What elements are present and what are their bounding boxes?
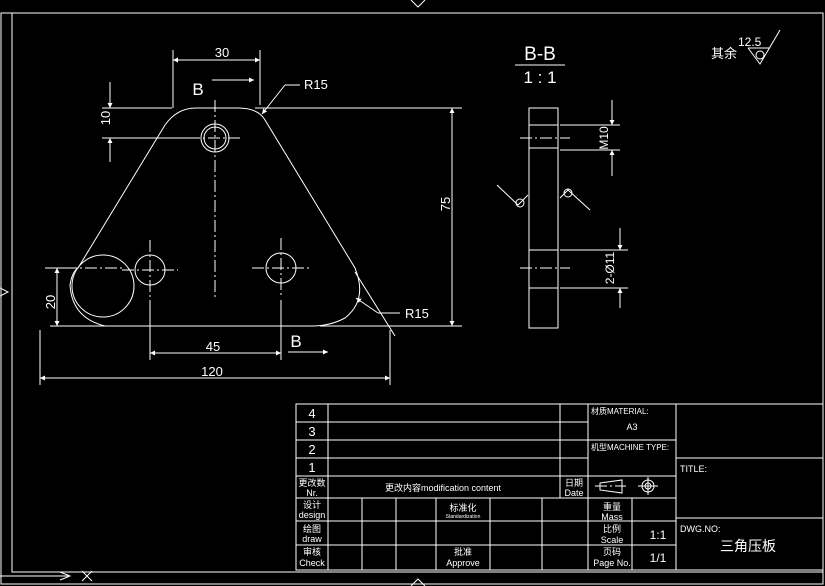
r15-bottom-label: R15 [405,306,429,321]
scale-label-en: Scale [601,535,624,545]
scale-value: 1:1 [650,528,667,542]
left-corner-arc [71,254,135,318]
standard-label-cn: 标准化 [449,502,476,513]
roughness-note: 其余 12.5 [711,29,781,65]
material-value: A3 [626,422,637,432]
section-scale: 1 : 1 [523,68,556,87]
check-label-en: Check [299,558,325,568]
rev-number-4: 4 [308,406,315,421]
title-block [295,403,824,571]
center-lines [45,100,310,300]
page-label-cn: 页码 [603,547,621,557]
page-label-en: Page No. [593,558,631,568]
approve-label-cn: 批准 [454,546,472,557]
hole-dia-label: 2-Ø11 [603,251,617,284]
scale-label-cn: 比例 [603,523,621,534]
check-label-cn: 审核 [303,546,321,557]
dim-30-label: 30 [215,45,229,60]
dim-45-label: 45 [206,339,220,354]
sheet-center-marks [0,0,426,586]
dim-hole: 2-Ø11 [560,228,628,308]
section-title: B-B [524,44,556,65]
dim-radius-top: R15 [261,77,328,115]
roughness-label: 其余 [711,46,737,61]
dim-hole-spacing: 45 [149,300,282,360]
dim-120-label: 120 [201,364,223,379]
roughness-value: 12.5 [738,35,762,49]
sheet-inner-border [11,12,824,573]
standard-label-en: Standardization [446,514,481,520]
dim-height: 75 [255,107,462,327]
dim-20-label: 20 [43,295,58,309]
machine-type-label: 机型MACHINE TYPE: [591,442,669,452]
section-mark-top: B [192,77,254,99]
rev-number-1: 1 [308,460,315,475]
design-label-cn: 设计 [303,499,321,510]
design-label-en: design [299,510,326,520]
projection-symbol-icon [595,477,658,495]
dim-bottom-offset: 20 [43,267,105,327]
dim-75-label: 75 [438,197,453,211]
approve-label-en: Approve [446,558,480,568]
dim-radius-bottom: R15 [354,271,429,337]
dwg-no-label: DWG.NO: [680,524,721,534]
r15-top-label: R15 [304,77,328,92]
title-label: TITLE: [680,464,707,474]
dim-top-width: 30 [172,45,261,108]
date-label-en: Date [564,488,583,498]
material-label: 材质MATERIAL: [591,406,649,416]
part-name: 三角压板 [720,538,776,554]
mod-content-label: 更改内容modification content [385,482,502,493]
mass-label-cn: 重量 [603,501,621,512]
section-letter-top: B [192,80,203,99]
section-mark-bottom: B [288,332,328,355]
draw-label-en: draw [302,534,322,544]
section-letter-bottom: B [290,332,301,351]
date-label-cn: 日期 [565,478,583,488]
page-value: 1/1 [650,551,667,565]
draw-label-cn: 绘图 [303,523,321,534]
dim-10-label: 10 [98,111,113,125]
dim-thread: M10 [560,100,620,176]
dim-hole-offset: 10 [98,82,200,162]
rev-number-2: 2 [308,442,315,457]
rev-number-3: 3 [308,424,315,439]
m10-label: M10 [597,126,611,150]
section-view: B-B 1 : 1 [496,44,591,329]
plate-outline [69,107,361,327]
rev-no-label-en: Nr. [306,488,318,498]
rev-no-label-cn: 更改数 [298,477,325,488]
dim-total-width: 120 [39,330,391,385]
mass-label-en: Mass [601,512,623,522]
